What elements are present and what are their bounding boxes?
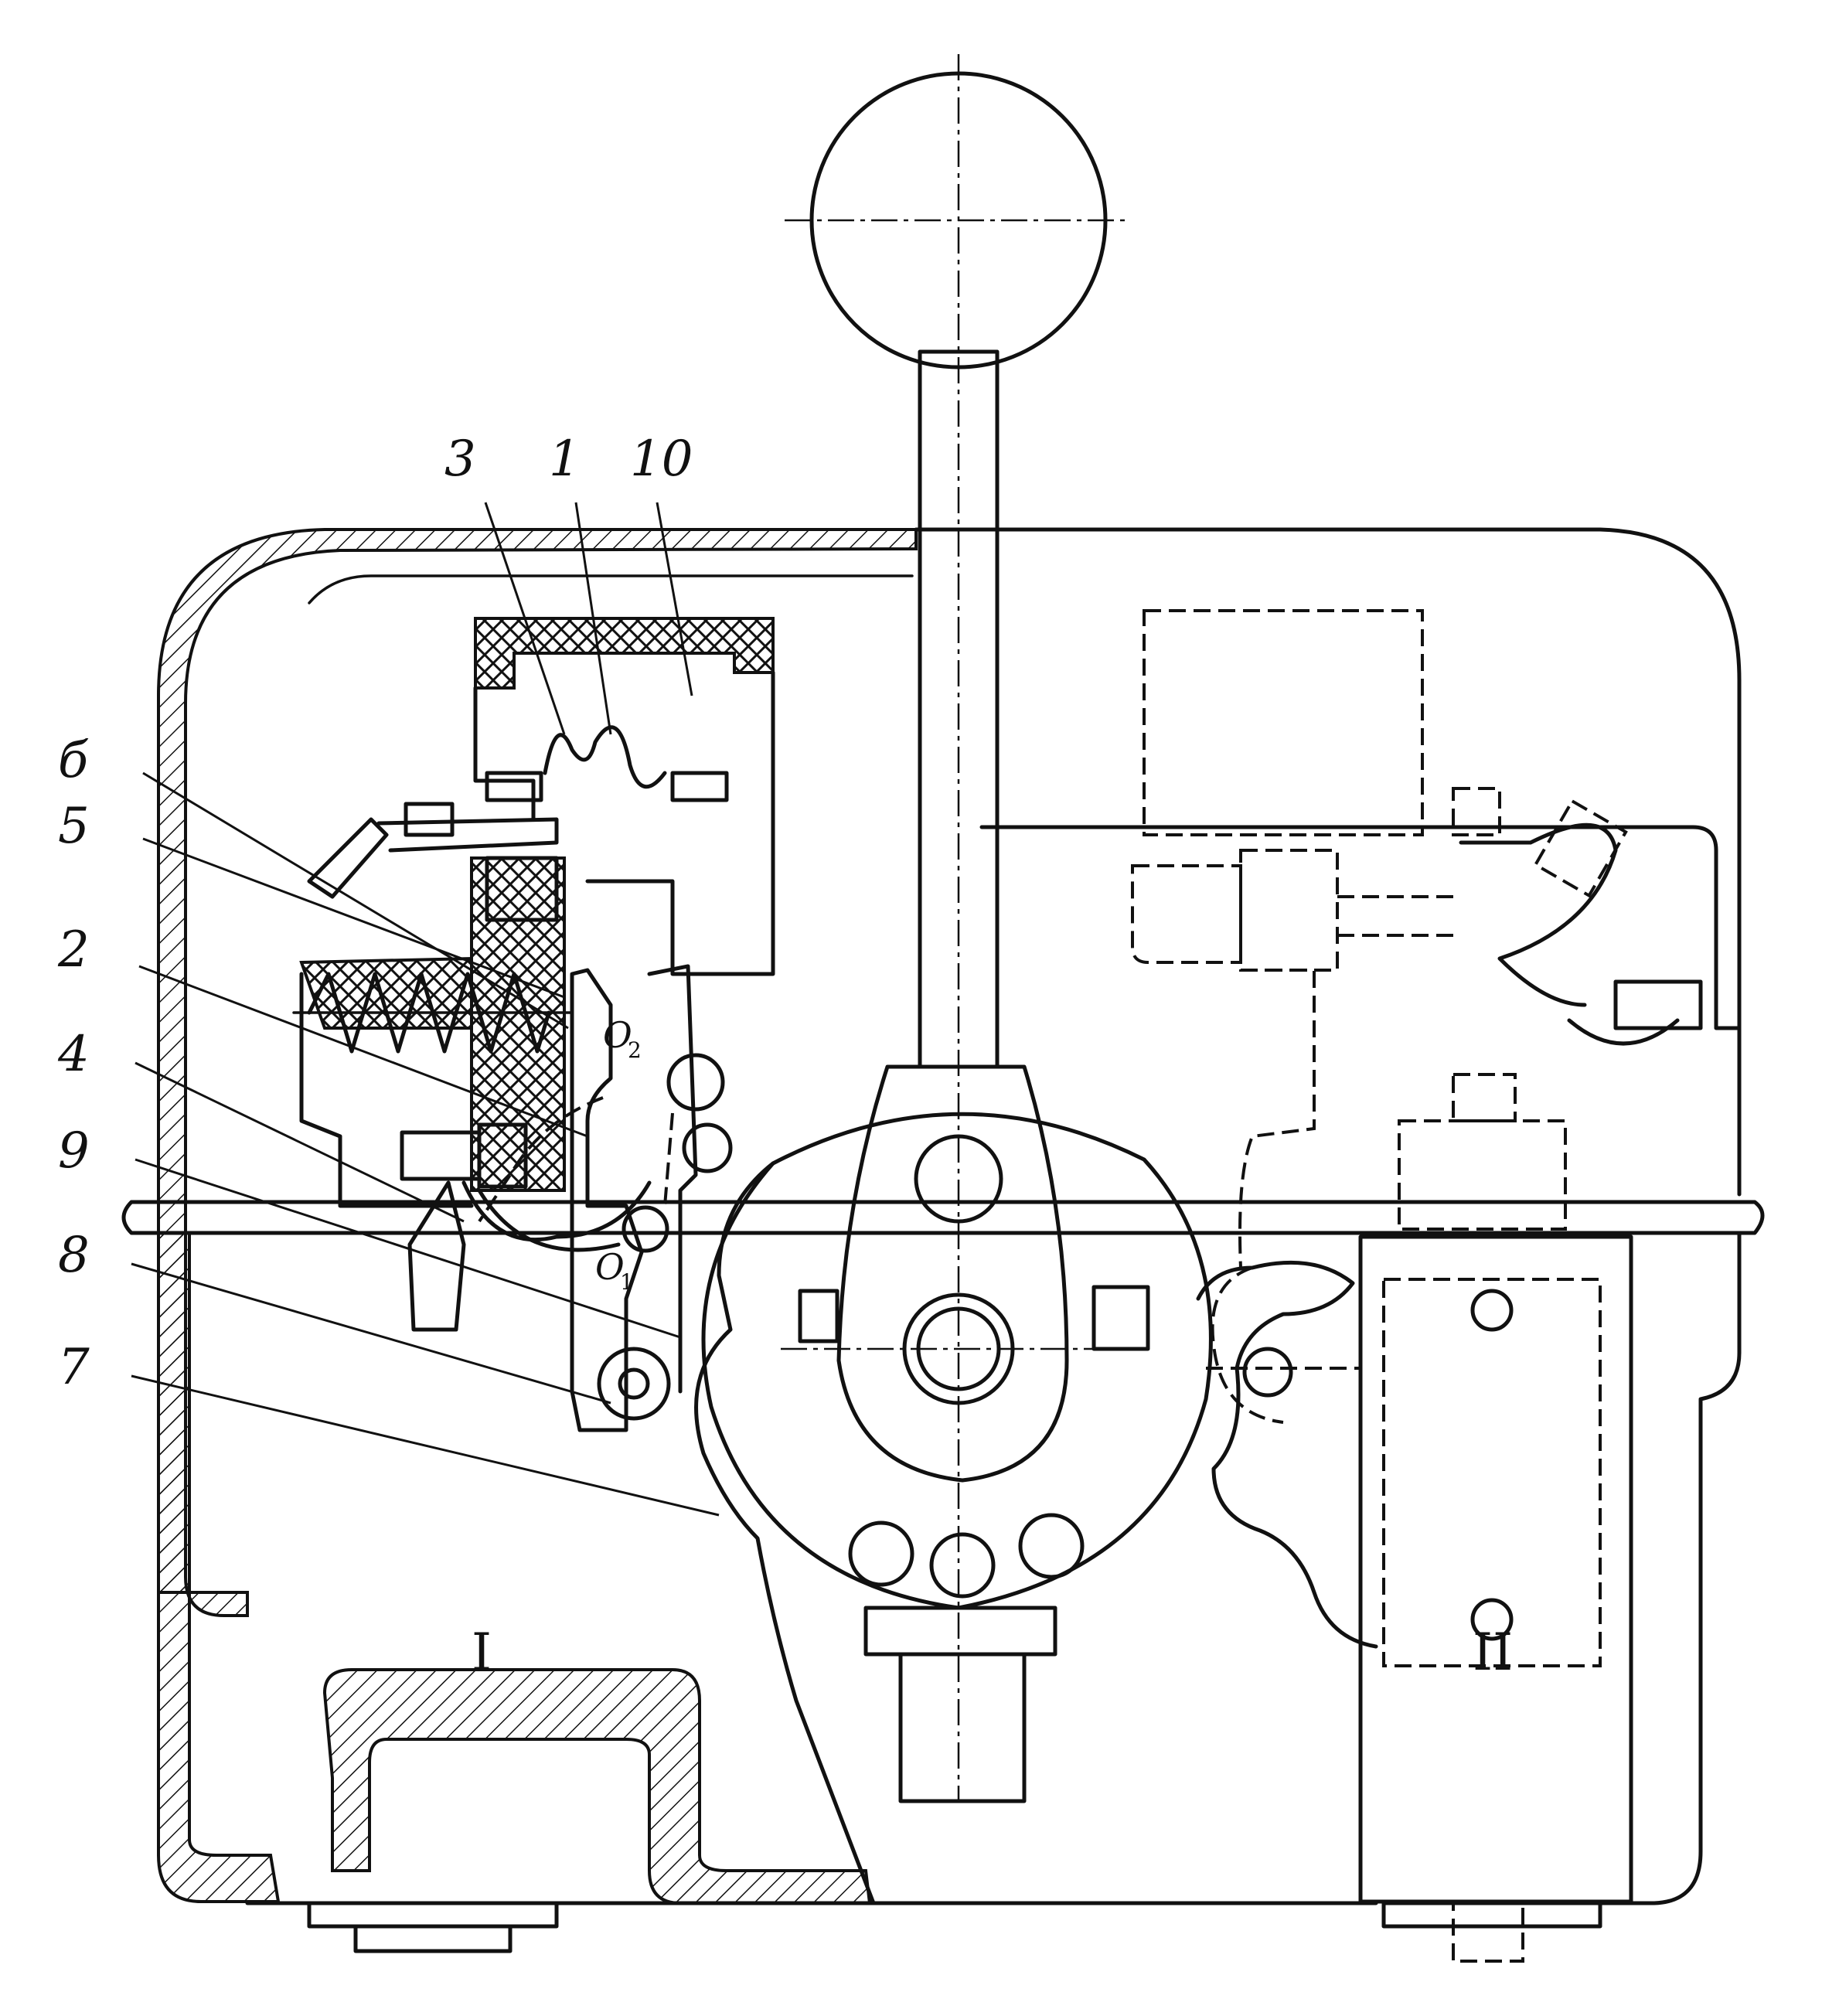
- control-handle: [785, 54, 1129, 1801]
- callout-7: 7: [58, 1339, 90, 1396]
- leader-1: [574, 502, 612, 735]
- section-label-right: II: [1473, 1623, 1513, 1682]
- pivot-o2-index: 2: [628, 1037, 642, 1063]
- pivot-labels: O 2 O 1: [595, 1014, 642, 1295]
- callout-6: б: [58, 732, 89, 789]
- section-label-left: I: [472, 1623, 492, 1682]
- callout-8: 8: [58, 1227, 90, 1284]
- callout-2: 2: [57, 921, 90, 979]
- section-labels: I II: [472, 1623, 1513, 1682]
- callout-4: 4: [57, 1026, 90, 1083]
- callout-5: 5: [58, 798, 90, 855]
- leader-10: [656, 502, 693, 696]
- leader-2: [138, 965, 588, 1138]
- leader-9: [135, 1158, 681, 1339]
- leader-8: [131, 1262, 611, 1405]
- callout-labels: 3 1 10 б 5 2 4 9 8 7: [57, 431, 693, 1396]
- leader-6: [142, 771, 569, 1030]
- callout-1: 1: [549, 431, 581, 488]
- leader-4: [135, 1061, 465, 1223]
- right-section-parts: [979, 609, 1742, 1963]
- leader-3: [484, 502, 566, 735]
- housing-shell: [121, 527, 1765, 1953]
- callout-3: 3: [444, 431, 476, 488]
- leader-5: [142, 837, 565, 999]
- pivot-o1-index: 1: [620, 1269, 634, 1295]
- callout-10: 10: [630, 431, 693, 488]
- pivot-o2-letter: O: [603, 1014, 632, 1056]
- left-contactor-mechanism: [292, 617, 775, 1432]
- pivot-o1-letter: O: [595, 1246, 625, 1288]
- leader-7: [131, 1374, 720, 1517]
- callout-9: 9: [58, 1122, 90, 1180]
- cam-drum: [694, 1112, 1378, 1905]
- leader-lines: [131, 502, 720, 1517]
